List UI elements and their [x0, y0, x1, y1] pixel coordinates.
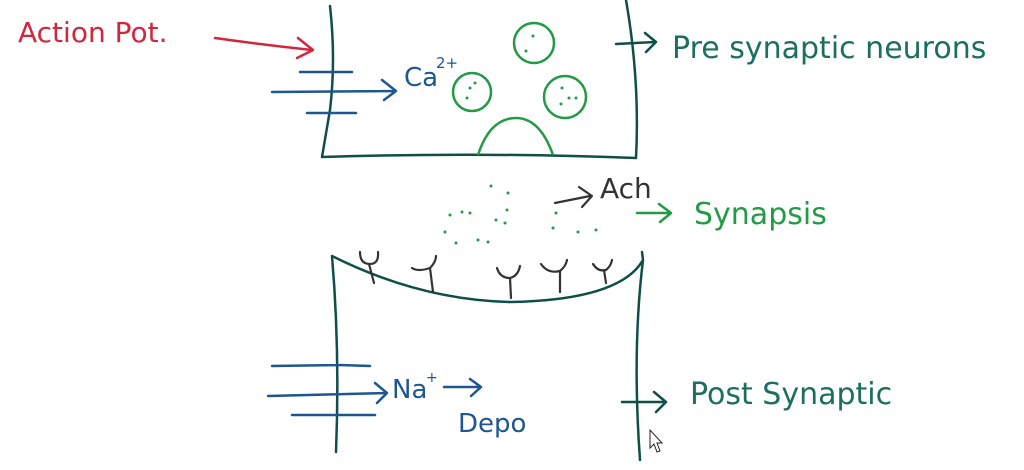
- ach-label: Ach: [600, 172, 652, 205]
- calcium-charge: 2+: [436, 54, 458, 72]
- sodium-channel-arrows: [266, 363, 389, 417]
- pre-synaptic-arrow: [614, 31, 658, 54]
- receptor-icon: [495, 264, 522, 300]
- acetylcholine-molecules: [443, 184, 598, 245]
- presynaptic-membrane: [320, 0, 639, 160]
- ach-arrow: [553, 185, 594, 209]
- vesicle: [542, 74, 588, 120]
- pre-synaptic-label: Pre synaptic neurons: [672, 31, 986, 66]
- ach-receptors: [358, 250, 614, 300]
- receptor-icon: [591, 258, 614, 285]
- vesicle-fusing: [476, 116, 555, 156]
- receptor-icon: [358, 250, 380, 285]
- depolarization-label: Depo: [458, 409, 526, 439]
- sodium-charge: +: [426, 370, 438, 386]
- vesicles: [451, 21, 588, 156]
- calcium-channel-arrows: [270, 70, 398, 115]
- post-synaptic-arrow: [620, 390, 668, 414]
- vesicle-dots: [465, 34, 578, 106]
- action-potential-label: Action Pot.: [18, 16, 168, 49]
- vesicle: [512, 21, 556, 65]
- calcium-label: Ca: [404, 63, 438, 93]
- mouse-cursor-icon: [649, 428, 664, 453]
- sodium-label: Na: [392, 375, 427, 405]
- postsynaptic-membrane: [330, 250, 645, 462]
- receptor-icon: [410, 254, 438, 294]
- depolarization-arrow: [442, 377, 483, 398]
- post-synaptic-label: Post Synaptic: [690, 377, 892, 412]
- synapsis-arrow: [635, 202, 673, 224]
- action-potential-arrow: [213, 36, 315, 60]
- receptor-icon: [539, 258, 569, 294]
- synapsis-label: Synapsis: [694, 197, 827, 232]
- vesicle: [451, 71, 493, 113]
